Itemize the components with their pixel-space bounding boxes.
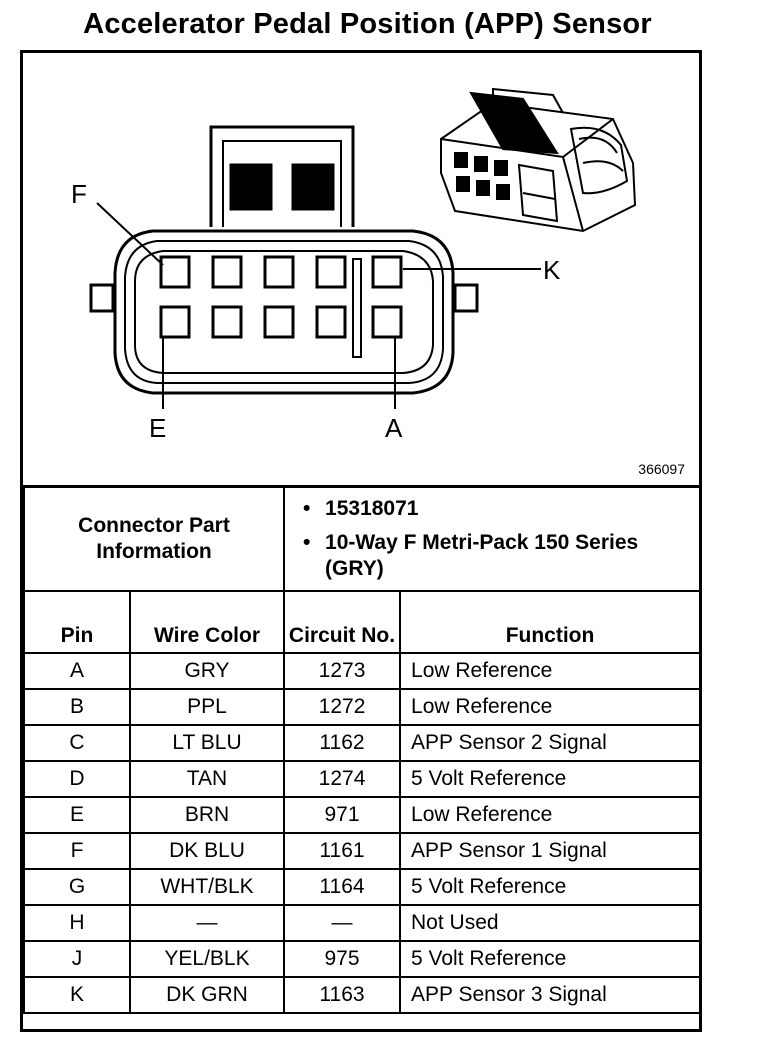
- circuit-no-cell: 1162: [283, 724, 402, 762]
- connector-figure: F K E A 366097: [23, 53, 699, 485]
- wire-color-cell: WHT/BLK: [128, 868, 286, 906]
- function-cell: APP Sensor 3 Signal: [399, 976, 702, 1014]
- connector-sheet: F K E A 366097 Connector Part Informatio…: [20, 50, 702, 1032]
- wire-color-cell: BRN: [128, 796, 286, 834]
- pin-cell: H: [23, 904, 131, 942]
- connector-info-label: Connector Part Information: [22, 485, 286, 592]
- circuit-no-cell: 1161: [283, 832, 402, 870]
- pin-cell: A: [23, 652, 131, 690]
- function-cell: 5 Volt Reference: [399, 868, 702, 906]
- column-header-wire-color: Wire Color: [128, 590, 286, 654]
- leader-f: [96, 202, 164, 266]
- connector-info-list: 15318071 10-Way F Metri-Pack 150 Series …: [283, 485, 702, 592]
- circuit-no-cell: 975: [283, 940, 402, 978]
- column-header-pin: Pin: [23, 590, 131, 654]
- function-cell: 5 Volt Reference: [399, 940, 702, 978]
- connector-body: [113, 229, 455, 395]
- circuit-no-cell: —: [283, 904, 402, 942]
- circuit-no-cell: 1273: [283, 652, 402, 690]
- connector-info-row: Connector Part Information 15318071 10-W…: [22, 485, 702, 592]
- circuit-no-cell: 971: [283, 796, 402, 834]
- column-header-row: Pin Wire Color Circuit No. Function: [23, 590, 702, 654]
- cavity-a: [371, 305, 403, 339]
- connector-info-item: 10-Way F Metri-Pack 150 Series (GRY): [303, 530, 699, 582]
- wire-color-cell: YEL/BLK: [128, 940, 286, 978]
- function-cell: Low Reference: [399, 688, 702, 726]
- circuit-no-cell: 1163: [283, 976, 402, 1014]
- wire-color-cell: TAN: [128, 760, 286, 798]
- right-ear: [453, 283, 479, 313]
- key-bar: [352, 258, 362, 358]
- function-cell: Low Reference: [399, 652, 702, 690]
- pin-cell: F: [23, 832, 131, 870]
- page-title: Accelerator Pedal Position (APP) Sensor: [83, 8, 652, 40]
- connector-info-item: 15318071: [303, 496, 699, 522]
- function-cell: APP Sensor 2 Signal: [399, 724, 702, 762]
- wire-color-cell: —: [128, 904, 286, 942]
- function-cell: APP Sensor 1 Signal: [399, 832, 702, 870]
- wire-color-cell: LT BLU: [128, 724, 286, 762]
- figure-id: 366097: [638, 461, 685, 477]
- circuit-no-cell: 1274: [283, 760, 402, 798]
- pin-cell: C: [23, 724, 131, 762]
- wire-color-cell: PPL: [128, 688, 286, 726]
- pin-label-e: E: [149, 413, 167, 443]
- cavity-e: [159, 305, 191, 339]
- circuit-no-cell: 1272: [283, 688, 402, 726]
- wire-color-cell: DK GRN: [128, 976, 286, 1014]
- pin-label-k: K: [543, 255, 561, 285]
- pin-label-f: F: [71, 179, 87, 209]
- function-cell: Not Used: [399, 904, 702, 942]
- left-ear: [89, 283, 115, 313]
- latch-tab-left: [229, 163, 273, 211]
- function-cell: 5 Volt Reference: [399, 760, 702, 798]
- pin-cell: K: [23, 976, 131, 1014]
- pin-cell: D: [23, 760, 131, 798]
- pin-cell: J: [23, 940, 131, 978]
- function-cell: Low Reference: [399, 796, 702, 834]
- latch-tab-right: [291, 163, 335, 211]
- column-header-circuit-no: Circuit No.: [283, 590, 402, 654]
- wire-color-cell: GRY: [128, 652, 286, 690]
- circuit-no-cell: 1164: [283, 868, 402, 906]
- cavity-f: [159, 255, 191, 289]
- column-header-function: Function: [399, 590, 702, 654]
- connector-face-drawing: [89, 87, 637, 409]
- pinout-table: Connector Part Information 15318071 10-W…: [22, 485, 702, 1014]
- cavity-k: [371, 255, 403, 289]
- wire-color-cell: DK BLU: [128, 832, 286, 870]
- pin-cell: B: [23, 688, 131, 726]
- connector-iso-view: [440, 87, 637, 233]
- table-row: H——Not Used: [23, 904, 702, 942]
- pin-cell: E: [23, 796, 131, 834]
- pin-label-a: A: [385, 413, 403, 443]
- latch-outline: [209, 125, 355, 227]
- pin-cell: G: [23, 868, 131, 906]
